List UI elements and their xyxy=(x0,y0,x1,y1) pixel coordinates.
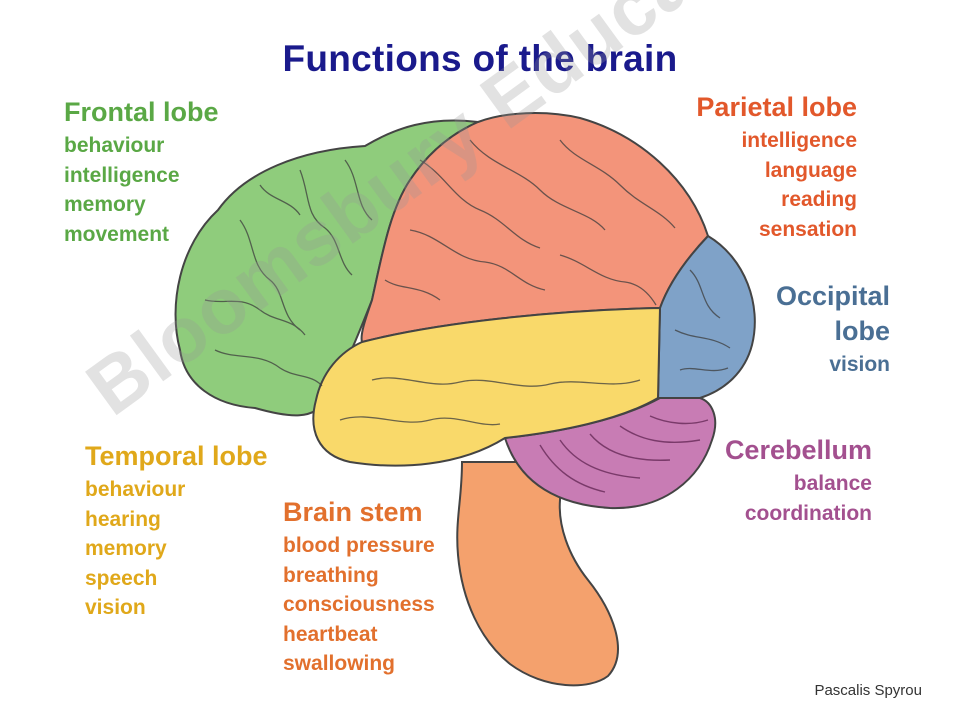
function-item: heartbeat xyxy=(283,622,378,646)
brain-stem-shape xyxy=(456,461,619,687)
author-credit: Pascalis Spyrou xyxy=(814,682,922,699)
occipital-lobe-title-line1: Occipital xyxy=(775,281,890,311)
parietal-lobe-label-group: Parietal lobe intelligence language read… xyxy=(696,91,857,244)
function-item: breathing xyxy=(283,563,379,587)
occipital-lobe-shape xyxy=(656,234,756,399)
brain-stem-title: Brain stem xyxy=(283,497,423,527)
function-item: memory xyxy=(64,193,146,216)
function-item: speech xyxy=(85,566,158,590)
cerebellum-folds xyxy=(539,415,709,493)
brain-stem-functions: blood pressure breathing consciousness h… xyxy=(283,531,435,679)
parietal-lobe-functions: intelligence language reading sensation xyxy=(696,126,857,244)
occipital-lobe-label-group: Occipital lobe vision xyxy=(776,280,890,380)
function-item: sensation xyxy=(758,217,857,241)
occipital-lobe-functions: vision xyxy=(776,350,890,380)
function-item: intelligence xyxy=(64,163,180,187)
occipital-lobe-title-line2: lobe xyxy=(834,316,890,346)
function-item: swallowing xyxy=(283,652,396,675)
frontal-lobe-functions: behaviour intelligence memory movement xyxy=(64,131,219,249)
function-item: balance xyxy=(793,472,872,495)
cerebellum-title: Cerebellum xyxy=(724,435,872,465)
frontal-lobe-label-group: Frontal lobe behaviour intelligence memo… xyxy=(64,96,219,249)
brain-stem-label-group: Brain stem blood pressure breathing cons… xyxy=(283,496,435,679)
function-item: blood pressure xyxy=(283,534,435,557)
function-item: coordination xyxy=(744,501,872,525)
function-item: memory xyxy=(85,537,167,560)
function-item: hearing xyxy=(85,507,161,531)
frontal-lobe-title: Frontal lobe xyxy=(64,97,219,127)
function-item: behaviour xyxy=(85,478,186,501)
cerebellum-functions: balance coordination xyxy=(725,469,872,528)
temporal-lobe-shape xyxy=(312,306,662,467)
temporal-lobe-title: Temporal lobe xyxy=(85,441,268,471)
temporal-lobe-functions: behaviour hearing memory speech vision xyxy=(85,475,268,623)
function-item: reading xyxy=(781,188,857,211)
function-item: movement xyxy=(64,222,170,246)
function-item: behaviour xyxy=(64,134,165,157)
temporal-lobe-label-group: Temporal lobe behaviour hearing memory s… xyxy=(85,440,268,623)
function-item: vision xyxy=(829,353,890,376)
brain-folds xyxy=(204,139,731,426)
function-item: language xyxy=(764,158,857,182)
page-title: Functions of the brain xyxy=(282,38,678,79)
function-item: vision xyxy=(85,596,146,619)
function-item: intelligence xyxy=(741,129,857,152)
cerebellum-label-group: Cerebellum balance coordination xyxy=(725,434,872,528)
parietal-lobe-title: Parietal lobe xyxy=(696,92,857,122)
function-item: consciousness xyxy=(283,593,435,616)
